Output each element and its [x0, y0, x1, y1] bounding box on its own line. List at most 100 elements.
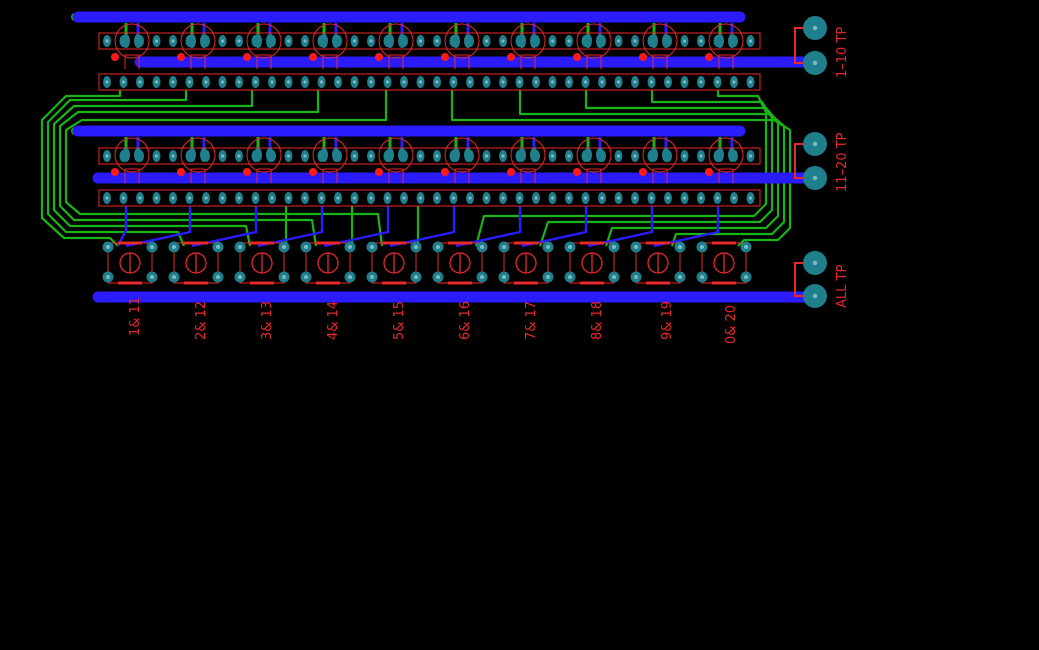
pad-hole — [216, 275, 220, 279]
pad-hole — [352, 154, 357, 158]
pad-hole — [699, 39, 703, 43]
pad-hole — [634, 275, 638, 279]
pad-hole — [682, 196, 687, 200]
pad-hole — [238, 275, 242, 279]
led-pad — [716, 148, 724, 162]
led-pad — [122, 148, 130, 162]
led-pad — [266, 148, 274, 162]
button-label: 6& 16 — [458, 301, 473, 340]
led-pad — [332, 148, 340, 162]
pad-hole — [154, 80, 159, 84]
pad-hole — [220, 39, 225, 43]
led-pad — [596, 148, 604, 162]
via-dot — [375, 53, 383, 61]
pad-hole — [567, 154, 571, 158]
tp-label-1-10: 1–10 TP — [835, 27, 850, 78]
led-outline — [312, 23, 348, 59]
led-outline — [510, 137, 546, 173]
pad-hole — [682, 39, 687, 43]
led-pad — [254, 34, 262, 48]
led-pad — [134, 148, 142, 162]
pad-hole — [154, 154, 159, 158]
pad-hole — [414, 275, 418, 279]
pad-hole — [105, 196, 109, 200]
pad-hole — [286, 80, 291, 84]
pad-hole — [682, 154, 687, 158]
pad-hole — [699, 196, 703, 200]
pad-hole — [253, 80, 258, 84]
pad-hole — [484, 196, 489, 200]
pad-hole — [550, 154, 555, 158]
led-outline — [378, 137, 414, 173]
pad-hole — [468, 196, 472, 200]
led-pad — [530, 148, 538, 162]
pad-hole — [253, 196, 258, 200]
pad-hole — [237, 39, 241, 43]
led-outline — [378, 23, 414, 59]
pad-hole — [303, 196, 307, 200]
pad-hole — [732, 80, 736, 84]
pad-hole — [303, 80, 307, 84]
pad-hole — [435, 154, 439, 158]
pad-hole — [286, 154, 291, 158]
pad-hole — [812, 293, 818, 299]
via-dot — [375, 168, 383, 176]
pad-hole — [336, 80, 340, 84]
led-outline — [642, 137, 678, 173]
button-label: 5& 15 — [392, 301, 407, 340]
bus-drop — [587, 206, 654, 248]
bus-drop — [116, 206, 128, 247]
pad-hole — [171, 154, 175, 158]
led-pad — [464, 34, 472, 48]
header-outline — [98, 32, 761, 50]
pad-hole — [187, 80, 192, 84]
pad-hole — [121, 196, 126, 200]
bus-drop — [521, 206, 588, 248]
pad-hole — [666, 196, 670, 200]
pad-hole — [171, 196, 175, 200]
pad-hole — [812, 141, 818, 147]
led-footprints — [111, 23, 744, 183]
pad-hole — [237, 154, 241, 158]
pad-hole — [568, 245, 572, 249]
led-outline — [180, 23, 216, 59]
pad-hole — [270, 196, 274, 200]
header-outline — [98, 147, 761, 165]
pad-hole — [105, 154, 109, 158]
pad-hole — [370, 275, 374, 279]
pad-hole — [385, 196, 390, 200]
pad-hole — [369, 39, 373, 43]
led-outline — [246, 137, 282, 173]
pad-hole — [616, 196, 621, 200]
pad-hole — [616, 80, 621, 84]
pad-hole — [678, 275, 682, 279]
led-outline — [180, 137, 216, 173]
button-label: 4& 14 — [326, 301, 341, 340]
led-pad — [398, 34, 406, 48]
led-pad — [530, 34, 538, 48]
via-dot — [441, 53, 449, 61]
pad-hole — [546, 245, 550, 249]
button-label: 3& 13 — [260, 301, 275, 340]
pad-hole — [220, 154, 225, 158]
tp-label-all: ALL TP — [835, 265, 850, 308]
led-pad — [596, 34, 604, 48]
pad-hole — [172, 275, 176, 279]
led-outline — [576, 23, 612, 59]
button-label: 0& 20 — [724, 305, 739, 344]
pad-hole — [649, 196, 654, 200]
header-outline — [98, 189, 761, 207]
pad-hole — [270, 80, 274, 84]
pad-hole — [187, 196, 192, 200]
pad-hole — [121, 80, 126, 84]
pad-hole — [435, 80, 439, 84]
pad-hole — [418, 39, 423, 43]
pad-hole — [204, 196, 208, 200]
pad-hole — [748, 196, 753, 200]
led-pad — [728, 148, 736, 162]
pad-hole — [237, 196, 241, 200]
pad-hole — [138, 80, 142, 84]
pad-hole — [319, 80, 324, 84]
header-outline — [98, 73, 761, 91]
left-loop-trace — [58, 90, 320, 247]
